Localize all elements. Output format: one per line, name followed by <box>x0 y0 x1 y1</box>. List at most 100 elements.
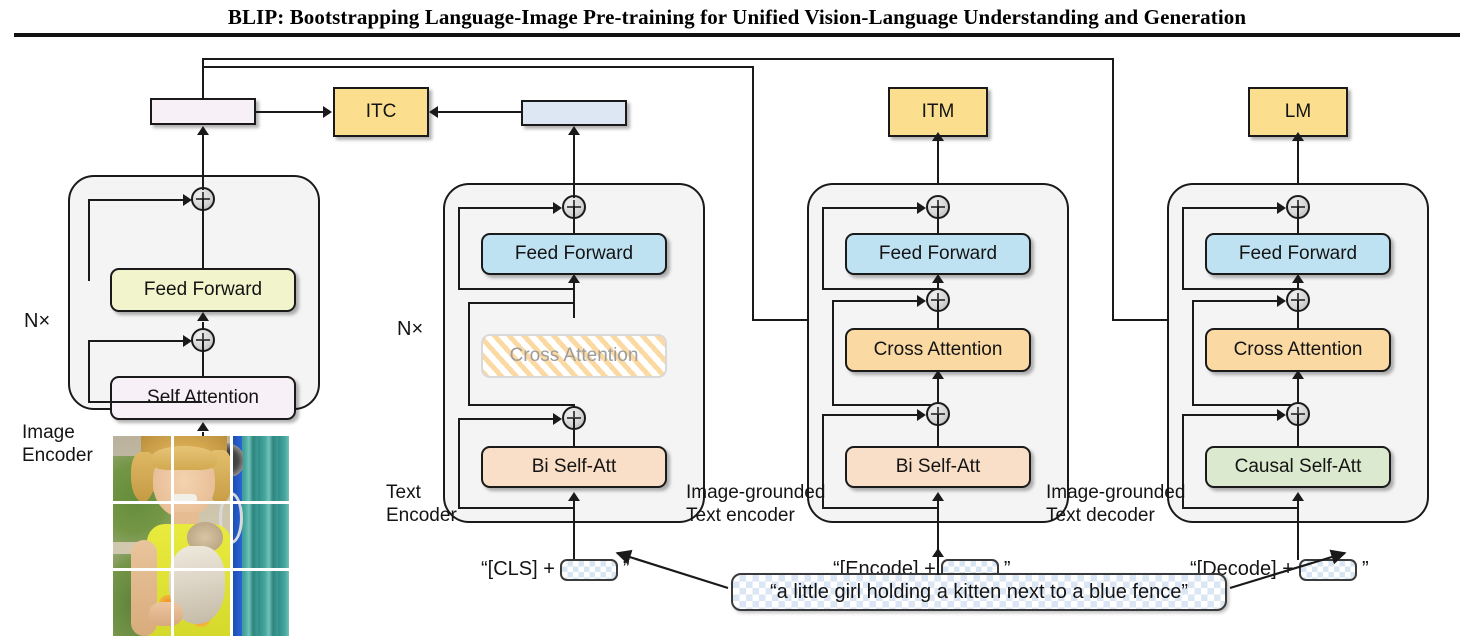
skip-ff-col3-h <box>822 207 918 209</box>
arrowhead-image-embedding <box>197 126 209 135</box>
arrowhead-causal-self-att-col4 <box>1292 492 1304 501</box>
input-image-thumbnail <box>113 436 289 636</box>
thumb-hand <box>149 602 183 626</box>
text-embedding-bar <box>521 100 627 126</box>
image-embed-to-bar <box>202 132 204 184</box>
input-skip-col4-h <box>1182 507 1297 509</box>
text-encoder-cross-attention-disabled: Cross Attention <box>481 334 667 378</box>
skip-ca-col3-bottom <box>832 404 938 406</box>
ca-bypass-top-text-encoder <box>468 302 574 304</box>
add-out-text-encoder <box>573 168 575 198</box>
caption-text-box: “a little girl holding a kitten next to … <box>731 573 1227 611</box>
col3-cross-attention: Cross Attention <box>845 328 1031 372</box>
col4-cross-attention: Cross Attention <box>1205 328 1391 372</box>
sa-out-text-encoder <box>573 418 575 448</box>
text-encoder-caption: Text Encoder <box>386 482 457 526</box>
thumb-fence <box>238 436 289 636</box>
skip-ff-col3-bottom <box>822 288 938 290</box>
input-skip-image-encoder-h <box>88 401 202 403</box>
arrowhead-skip-sa-text-encoder <box>553 413 562 425</box>
skip-ff-col4-v <box>1182 207 1184 290</box>
arrowhead-ca-col3 <box>932 370 944 379</box>
ca-bypass-bottom-text-encoder <box>468 404 574 406</box>
col3-input-suffix: ” <box>1003 558 1011 580</box>
skip-ff-image-encoder-v <box>88 199 90 281</box>
arrowhead-skip-ff-col4 <box>1277 202 1286 214</box>
image-grounded-text-encoder-caption: Image-grounded Text encoder <box>686 482 826 526</box>
col3-feed-forward: Feed Forward <box>845 233 1031 275</box>
skip-ff-text-encoder-bottom <box>458 288 574 290</box>
skip-ff-col4-bottom <box>1182 288 1298 290</box>
skip-ca-col4-bottom <box>1192 404 1298 406</box>
image-grounded-text-decoder-caption: Image-grounded Text decoder <box>1046 482 1186 526</box>
skip-ca-col4-v <box>1192 300 1194 406</box>
image-encoder-feed-forward-label: Feed Forward <box>143 279 263 300</box>
col4-causal-self-att: Causal Self-Att <box>1205 446 1391 488</box>
ca-out-col4 <box>1297 300 1299 330</box>
skip-sa-col4-v <box>1182 414 1184 508</box>
col3-input-stem <box>937 500 939 560</box>
text-encoder-input-stem <box>573 500 575 560</box>
objective-itc-label: ITC <box>365 101 397 122</box>
skip-ff-col3-v <box>822 207 824 290</box>
arrowhead-skip-ff-text-encoder <box>553 202 562 214</box>
masked-text-chip <box>559 558 618 581</box>
arrowhead-bi-self-att-col3 <box>932 492 944 501</box>
skip-sa-col3-v <box>822 414 824 508</box>
col3-feed-forward-label: Feed Forward <box>878 243 998 264</box>
text-encoder-input-prefix: “[CLS] + <box>481 558 555 580</box>
col3-cross-attention-label: Cross Attention <box>873 339 1003 360</box>
objective-itc: ITC <box>333 87 429 137</box>
skip-ca-col4-h <box>1192 300 1278 302</box>
text-encoder-feed-forward: Feed Forward <box>481 233 667 275</box>
image-encoder-self-attention-label: Self Attention <box>147 387 259 408</box>
image-encoder-caption: Image Encoder <box>22 422 93 466</box>
arrowhead-caption-to-col3 <box>932 548 944 557</box>
sa-out-image-encoder <box>202 340 204 376</box>
skip-sa-image-encoder-v <box>88 340 90 402</box>
sa-out-col4 <box>1297 414 1299 448</box>
text-encoder-bi-self-att: Bi Self-Att <box>481 446 667 488</box>
arrowhead-image-self-attention <box>197 422 209 431</box>
objective-itm-label: ITM <box>921 101 955 122</box>
arrowhead-skip-sa-image-encoder <box>183 335 192 347</box>
objective-lm: LM <box>1248 87 1348 137</box>
skip-ff-text-encoder-v <box>458 207 460 290</box>
arrowhead-skip-sa-col3 <box>917 409 926 421</box>
ff-out-image-encoder <box>202 198 204 268</box>
objective-itm: ITM <box>888 87 988 137</box>
masked-text-chip <box>1298 558 1357 581</box>
skip-sa-text-encoder-v <box>458 418 460 508</box>
image-encoder-repeat-label: N× <box>24 310 51 332</box>
arrowhead-itc-left <box>323 106 332 118</box>
skip-ff-text-encoder-h <box>458 207 554 209</box>
arrowhead-text-embedding <box>568 126 580 135</box>
arrowhead-lm <box>1292 132 1304 141</box>
blip-architecture-figure: Feed Forward Self Attention N× Image Enc… <box>0 40 1474 636</box>
patch-gridline-v1 <box>171 436 174 636</box>
lm-input-stem <box>1297 140 1299 184</box>
arrowhead-skip-ff-col3 <box>917 202 926 214</box>
image-feature-drop-col4 <box>1112 58 1114 320</box>
arrowhead-itm <box>932 132 944 141</box>
skip-sa-image-encoder-h <box>88 340 184 342</box>
itm-input-stem <box>937 140 939 184</box>
skip-sa-col4-h <box>1182 414 1278 416</box>
input-skip-text-encoder-h <box>458 507 573 509</box>
skip-ca-col3-h <box>832 300 918 302</box>
thumb-bangs <box>151 446 217 470</box>
ca-bypass-to-ff-text-encoder <box>573 278 575 318</box>
ff-out-text-encoder <box>573 206 575 236</box>
arrowhead-skip-sa-col4 <box>1277 409 1286 421</box>
image-embed-to-itc <box>256 111 324 113</box>
ca-bypass-v-text-encoder <box>468 302 470 406</box>
patch-gridline-h1 <box>113 501 289 504</box>
text-encoder-cross-attention-label: Cross Attention <box>509 345 639 366</box>
arrowhead-ff-image-encoder <box>197 312 209 321</box>
sa-out-col3 <box>937 414 939 448</box>
image-encoder-feed-forward: Feed Forward <box>110 268 296 312</box>
col4-input-suffix: ” <box>1361 558 1369 580</box>
objective-lm-label: LM <box>1284 101 1312 122</box>
text-embed-to-itc <box>437 111 523 113</box>
image-feature-drop-col3 <box>752 66 754 320</box>
